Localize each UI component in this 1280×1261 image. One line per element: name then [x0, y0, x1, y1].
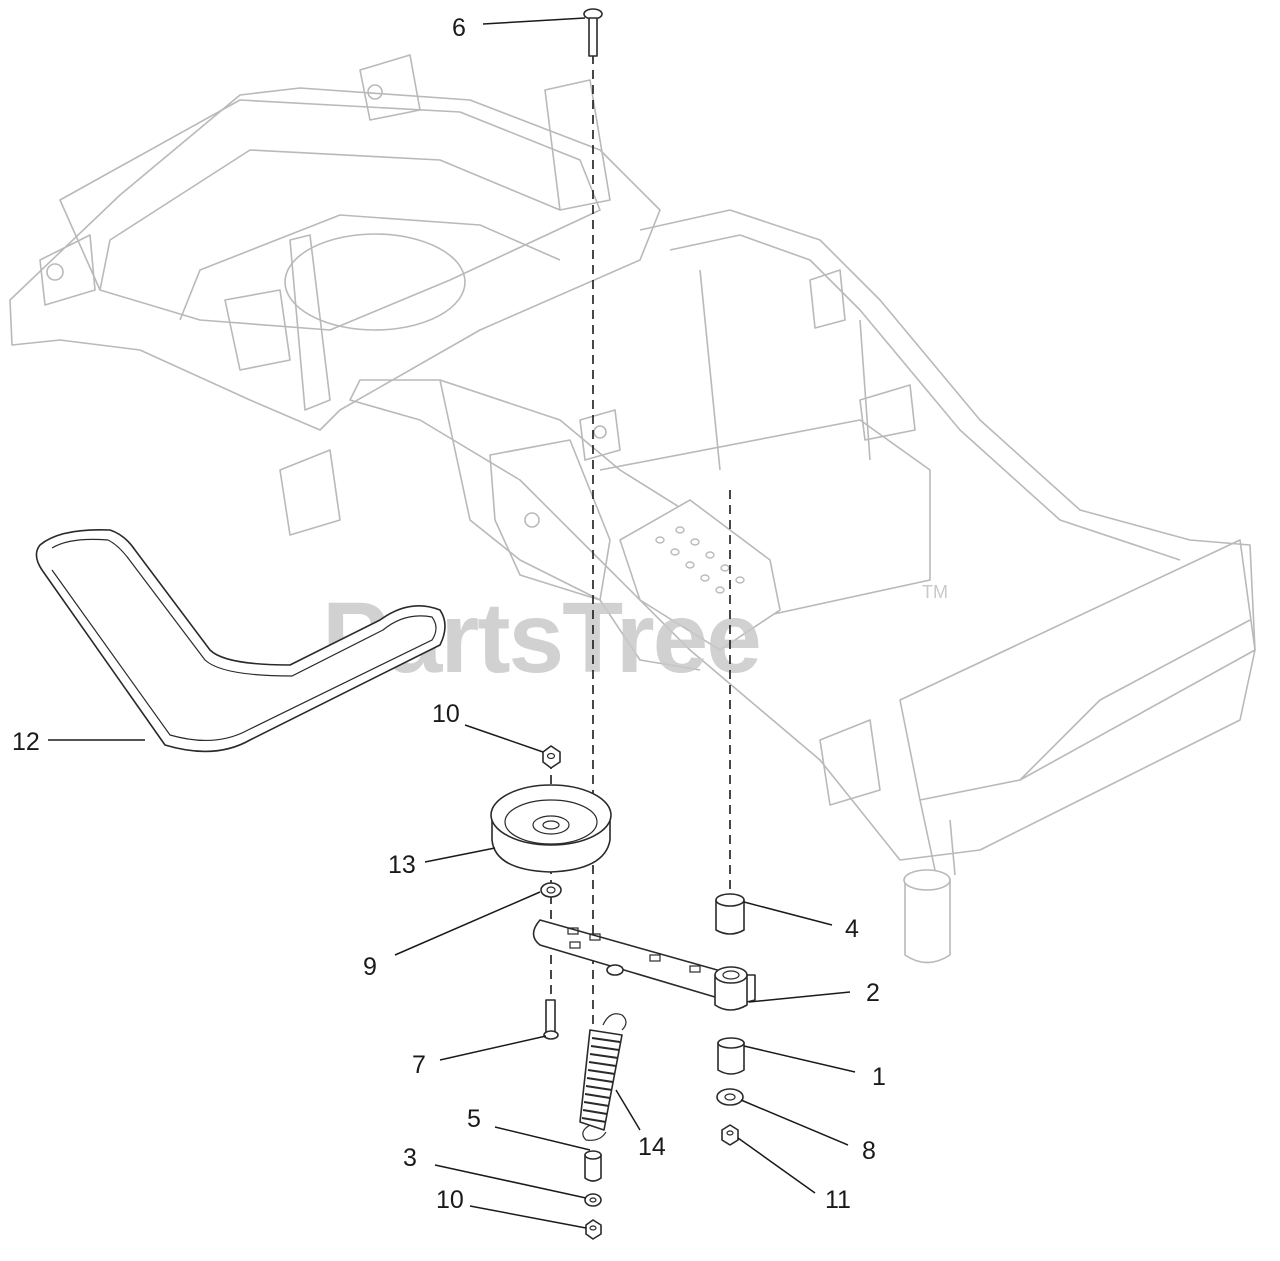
callout-14: 14 [638, 1133, 666, 1161]
nut-top [542, 745, 561, 769]
callout-3: 3 [403, 1144, 417, 1172]
callout-4: 4 [845, 915, 859, 943]
idler-pulley [490, 784, 612, 873]
mower-frame [9, 54, 1256, 964]
washer-8 [716, 1088, 744, 1106]
callout-13: 13 [388, 851, 416, 879]
callout-5: 5 [467, 1105, 481, 1133]
washer-9 [540, 882, 562, 898]
callout-1: 1 [872, 1063, 886, 1091]
idler-arm [532, 919, 756, 1011]
washer-3 [584, 1193, 602, 1207]
bushing-1 [717, 1037, 745, 1075]
callout-12: 12 [12, 728, 40, 756]
callout-8: 8 [862, 1137, 876, 1165]
callout-9: 9 [363, 953, 377, 981]
callout-10-top: 10 [432, 700, 460, 728]
spring [579, 1013, 627, 1141]
stud-7 [543, 999, 559, 1040]
nut-11 [721, 1124, 739, 1146]
callout-7: 7 [412, 1051, 426, 1079]
watermark-trademark: TM [922, 582, 948, 602]
callout-11: 11 [825, 1186, 851, 1214]
spacer-5 [584, 1150, 602, 1182]
alignment-lines [550, 55, 731, 1030]
callout-10-bottom: 10 [436, 1186, 464, 1214]
callout-6: 6 [452, 14, 466, 42]
callout-labels: 6 12 10 13 9 7 5 3 10 14 4 2 1 8 11 [12, 14, 886, 1214]
bushing-4 [715, 893, 745, 935]
bolt-6 [583, 8, 603, 57]
belt [35, 528, 446, 753]
nut-bottom [585, 1219, 602, 1240]
leader-lines [48, 17, 856, 1229]
callout-2: 2 [866, 979, 880, 1007]
